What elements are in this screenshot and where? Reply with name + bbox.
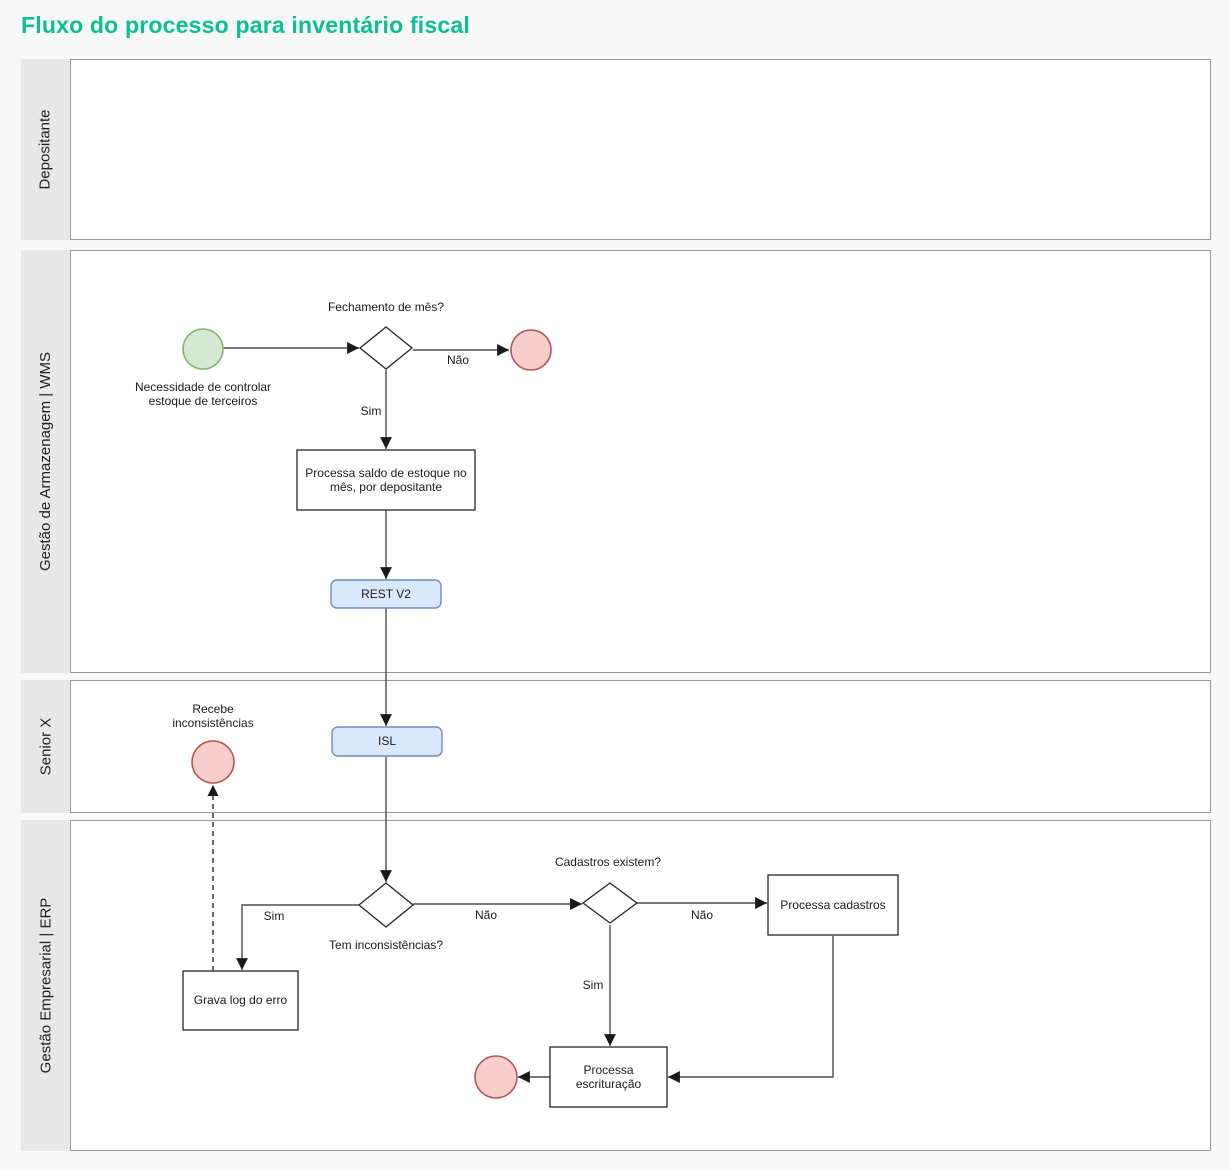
lane-strip-erp: Gestão Empresarial | ERP	[21, 820, 70, 1151]
lane-label-wms: Gestão de Armazenagem | WMS	[37, 352, 54, 571]
lane-erp: Gestão Empresarial | ERP	[21, 820, 1211, 1151]
lane-strip-depositante: Depositante	[21, 59, 70, 240]
lane-senior-x: Senior X	[21, 680, 1211, 813]
lane-label-depositante: Depositante	[37, 109, 54, 190]
lane-label-erp: Gestão Empresarial | ERP	[37, 897, 55, 1074]
lane-body-wms	[70, 250, 1211, 673]
lane-depositante: Depositante	[21, 59, 1211, 240]
lane-wms: Gestão de Armazenagem | WMS	[21, 250, 1211, 673]
lane-label-senior-x: Senior X	[37, 717, 55, 776]
lane-body-senior-x	[70, 680, 1211, 813]
lane-body-depositante	[70, 59, 1211, 240]
page-title: Fluxo do processo para inventário fiscal	[21, 12, 470, 38]
lane-strip-senior-x: Senior X	[21, 680, 70, 813]
lane-body-erp	[70, 820, 1211, 1151]
lane-strip-wms: Gestão de Armazenagem | WMS	[21, 250, 70, 673]
